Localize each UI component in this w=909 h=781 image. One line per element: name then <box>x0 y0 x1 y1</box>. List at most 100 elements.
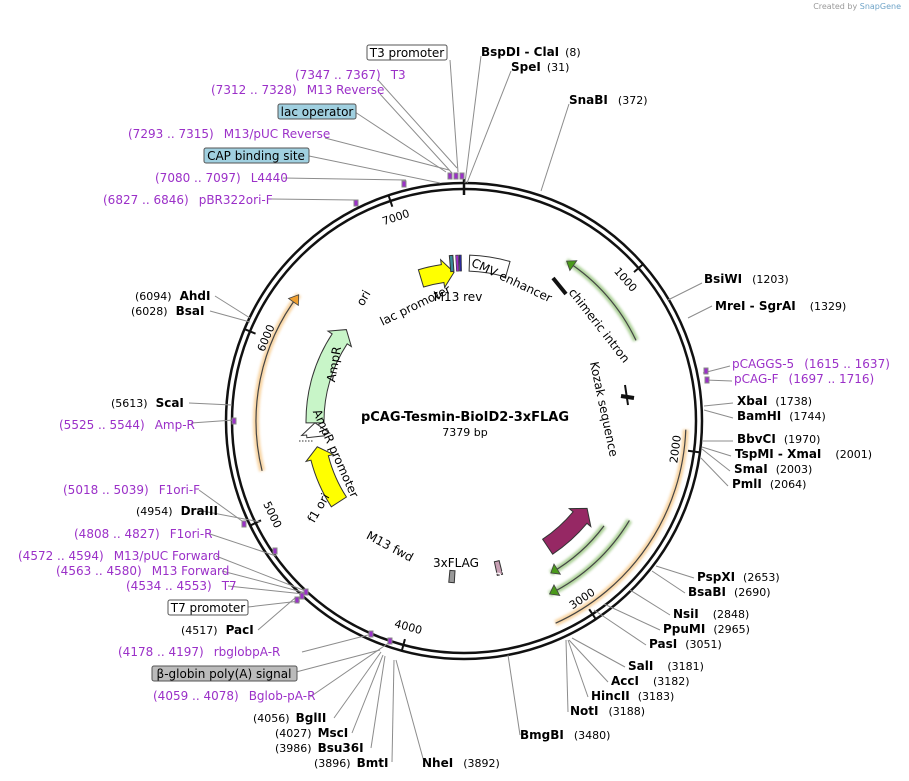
leader-line-12 <box>687 305 713 319</box>
leader-line-37 <box>309 641 391 698</box>
leader-line-18 <box>701 446 732 457</box>
label-f1-ori: f1 ori <box>305 491 333 525</box>
primer-rbglobpa-r: (4178 .. 4197)rbglobpA-R <box>118 645 280 659</box>
leader-line-44 <box>209 533 277 557</box>
primer-pbr322ori-f: (6827 .. 6846)pBR322ori-F <box>103 193 273 207</box>
leader-line-25 <box>593 609 647 646</box>
enzyme-spei: SpeI(31) <box>511 60 569 74</box>
enzyme-bamhi: BamHI(1744) <box>737 409 826 423</box>
enzyme-draiii: (4954)DraIII <box>136 504 218 518</box>
orange-arc-ampr-region <box>255 294 300 472</box>
feature-f1-ori-arrow <box>304 446 348 508</box>
leader-line-36 <box>295 649 381 673</box>
enzyme-ppumi: PpuMI(2965) <box>663 622 750 636</box>
enzyme-xbai: XbaI(1738) <box>737 394 812 408</box>
primer-site-7 <box>231 417 237 425</box>
snapgene-brand: SnapGene <box>859 2 901 11</box>
enzyme-sali: SalI(3181) <box>628 659 704 673</box>
feature-kozak-tick <box>624 384 629 406</box>
primer-f1ori-f: (5018 .. 5039)F1ori-F <box>63 483 200 497</box>
leader-line-28 <box>567 639 589 698</box>
primer-l4440: (7080 .. 7097)L4440 <box>155 171 288 185</box>
tick-label-4000: 4000 <box>393 617 423 637</box>
green-arc-insert-outer <box>549 520 630 595</box>
box-beta-globin-polya: β-globin poly(A) signal <box>151 665 298 682</box>
enzyme-bsu36i: (3986)Bsu36I <box>275 741 364 755</box>
tick-mark-2000 <box>687 449 701 454</box>
leader-line-39 <box>247 600 301 608</box>
leader-line-4 <box>354 111 447 173</box>
leader-line-40 <box>257 597 296 631</box>
label-ori: ori <box>354 288 374 309</box>
primer-site-2 <box>447 172 453 180</box>
primer-site-10 <box>303 588 309 596</box>
primer-site-3 <box>401 180 407 188</box>
feature-bioid2-arrow <box>541 507 592 555</box>
leader-line-1 <box>464 55 482 184</box>
enzyme-pspxi: PspXI(2653) <box>697 570 780 584</box>
leader-line-23 <box>629 589 671 616</box>
primer-site-12 <box>294 596 300 604</box>
label-kozak-sequence: Kozak sequence <box>587 360 621 458</box>
svg-text:CAP binding site: CAP binding site <box>207 149 305 163</box>
green-arc-insert-inner-head <box>550 563 562 575</box>
primer-t7: (4534 .. 4553)T7 <box>126 579 237 593</box>
primer-m13-reverse: (7312 .. 7328)M13 Reverse <box>211 83 384 97</box>
leader-line-21 <box>655 565 695 579</box>
feature-ori-arrow <box>417 258 455 289</box>
primer-f1ori-r: (4808 .. 4827)F1ori-R <box>74 527 213 541</box>
tick-label-7000: 7000 <box>381 207 412 228</box>
tick-mark-4000 <box>400 638 406 651</box>
primer-site-6 <box>704 376 710 384</box>
orange-arc-ampr-region-head <box>287 294 300 307</box>
leader-line-7 <box>379 93 453 174</box>
enzyme-noti: NotI(3188) <box>570 704 645 718</box>
leader-line-45 <box>196 509 261 523</box>
feature-m13-rev-block <box>455 254 460 272</box>
snapgene-credit: Created by SnapGene <box>813 2 901 11</box>
primer-amp-r: (5525 .. 5544)Amp-R <box>59 418 195 432</box>
leader-line-24 <box>603 603 661 631</box>
primer-site-13 <box>368 630 374 638</box>
leader-line-26 <box>571 637 626 668</box>
leader-line-34 <box>351 654 384 734</box>
enzyme-scai: (5613)ScaI <box>111 396 184 410</box>
primer-pcaggs-5: pCAGGS-5(1615 .. 1637) <box>732 357 890 371</box>
leader-line-33 <box>370 655 386 749</box>
plasmid-name: pCAG-Tesmin-BioID2-3xFLAG <box>361 410 569 425</box>
feature-ampr-promoter-arrow <box>300 422 331 439</box>
enzyme-bsiwi: BsiWI(1203) <box>704 272 789 286</box>
label-chimeric-intron: chimeric intron <box>566 286 633 366</box>
tick-mark-7000 <box>387 194 394 207</box>
svg-text:β-globin poly(A) signal: β-globin poly(A) signal <box>157 667 292 681</box>
enzyme-bmgbi: BmgBI(3480) <box>520 728 610 742</box>
leader-line-2 <box>466 70 512 184</box>
feature-cap-block <box>458 254 462 272</box>
box-lac-operator: lac operator <box>277 103 357 120</box>
enzyme-mrei-sgrai: MreI - SgrAI(1329) <box>715 299 846 313</box>
box-t7-promoter: T7 promoter <box>167 599 249 616</box>
primer-site-0 <box>453 172 459 180</box>
leader-line-49 <box>209 310 251 323</box>
green-arc-cag-promoter <box>566 260 637 341</box>
label-3xflag: 3xFLAG <box>433 556 479 570</box>
green-arc-cag-promoter-head <box>566 260 578 272</box>
leader-line-31 <box>395 659 425 763</box>
tick-mark-6000 <box>244 328 256 335</box>
enzyme-paci: (4517)PacI <box>181 623 254 637</box>
enzyme-tspmi-xmai: TspMI - XmaI(2001) <box>735 447 872 461</box>
leader-line-16 <box>703 409 734 419</box>
orange-arc-ampr-region-glow <box>253 292 302 472</box>
label-m13-fwd: M13 fwd <box>364 528 416 564</box>
primer-t3: (7347 .. 7367)T3 <box>295 68 406 82</box>
leader-line-35 <box>333 651 382 719</box>
plasmid-length: 7379 bp <box>442 426 487 439</box>
leader-line-6 <box>377 79 458 169</box>
feature-ampr-arrow <box>305 329 353 424</box>
leader-line-47 <box>188 402 233 406</box>
leader-line-3 <box>540 103 570 192</box>
primer-site-4 <box>353 199 359 207</box>
leader-line-38 <box>301 633 373 653</box>
feature-m13-fwd-box <box>448 569 456 584</box>
